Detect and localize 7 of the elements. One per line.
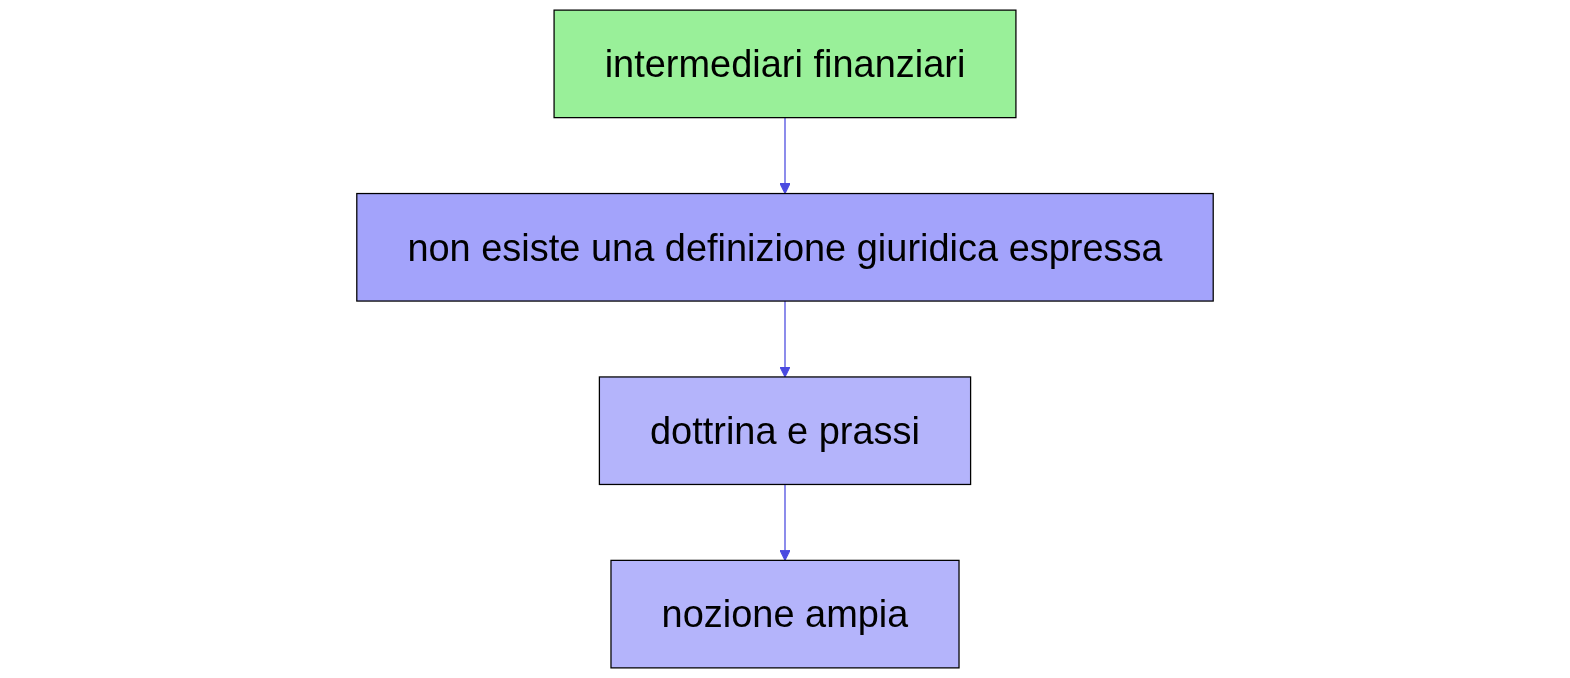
arrow — [779, 300, 791, 378]
arrow — [779, 483, 791, 561]
node-box: nozione ampia — [610, 559, 960, 669]
arrow — [779, 117, 791, 195]
node-box: non esiste una definizione giuridica espressa — [356, 192, 1214, 302]
node-box: intermediari finanziari — [553, 9, 1017, 119]
node-box: dottrina e prassi — [598, 376, 972, 486]
